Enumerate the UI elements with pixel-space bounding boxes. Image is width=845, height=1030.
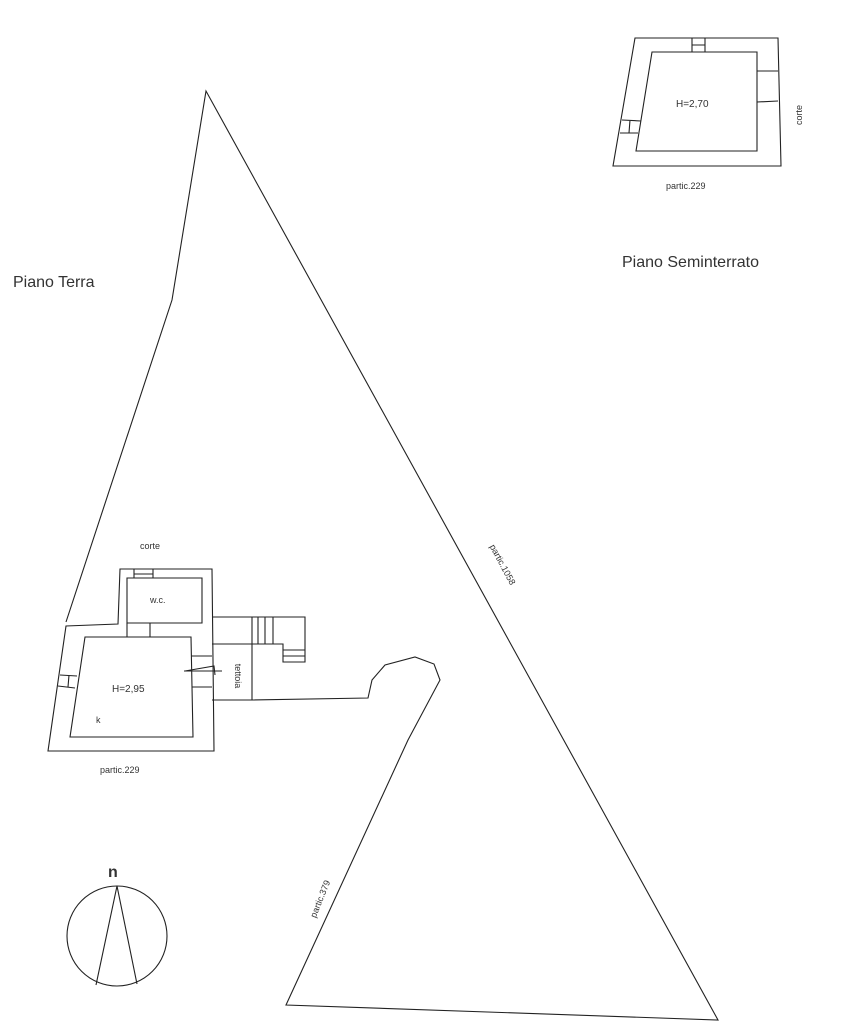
kitchen-label: k: [96, 715, 101, 725]
compass-needle: [95, 885, 138, 986]
basement-window-left: [620, 119, 642, 134]
ground-floor-plan: corte w.c. H=2,95 k tettoia partic.229: [47, 541, 306, 775]
wc-inner-wall: [126, 577, 203, 624]
room-window-left: [57, 674, 78, 689]
ground-height-label: H=2,95: [112, 684, 145, 695]
ground-partic-label: partic.229: [100, 765, 140, 775]
room-inner-wall: [69, 636, 194, 738]
piano-terra-title: Piano Terra: [13, 274, 95, 291]
basement-corte-label: corte: [794, 105, 804, 125]
tettoia-label: tettoia: [233, 664, 243, 689]
basement-inner-wall: [635, 51, 758, 152]
ground-corte-label: corte: [140, 541, 160, 551]
wc-label: w.c.: [149, 595, 166, 605]
north-arrow: n: [66, 864, 168, 987]
room-door-right: [191, 655, 212, 688]
wc-window: [133, 569, 154, 578]
ground-outer-wall: [47, 568, 215, 752]
compass-circle: [66, 885, 168, 987]
wc-door: [126, 623, 151, 637]
basement-height-label: H=2,70: [676, 99, 709, 110]
partic-1058-label: partic.1058: [488, 543, 518, 587]
tettoia-structure: [212, 616, 306, 701]
basement-partic-label: partic.229: [666, 181, 706, 191]
lot-boundary-1058: [65, 89, 719, 1021]
basement-window-right: [756, 70, 779, 103]
basement-window-top: [691, 38, 706, 52]
basement-outer-wall: [612, 37, 782, 167]
door-arrow: [184, 665, 222, 676]
piano-seminterrato-title: Piano Seminterrato: [622, 254, 759, 271]
basement-plan: H=2,70 corte partic.229 Piano Seminterra…: [612, 37, 804, 271]
north-label: n: [108, 864, 118, 881]
